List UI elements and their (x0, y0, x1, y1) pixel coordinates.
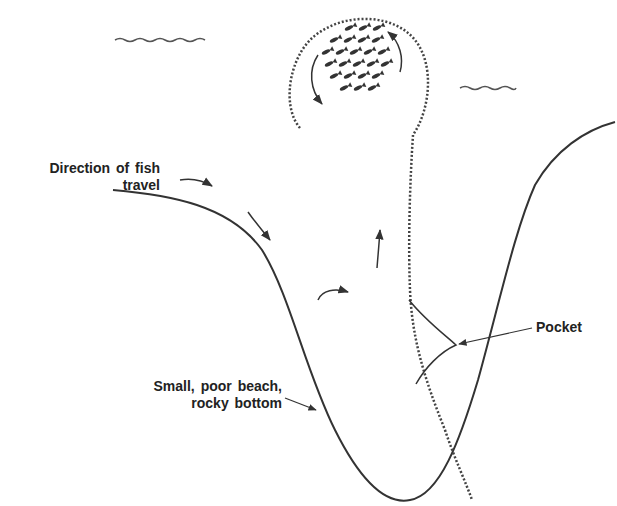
fish-tail (337, 34, 343, 40)
fish-tail (351, 70, 357, 76)
fish-tail (379, 70, 385, 76)
fish (339, 82, 352, 92)
fish-tail (352, 22, 358, 28)
fish-body (321, 48, 331, 55)
fish (335, 46, 348, 56)
circulation-arrow (388, 32, 402, 72)
leader-line (459, 328, 532, 344)
fish (371, 34, 384, 44)
fish-body (358, 24, 368, 31)
water-ripple (115, 39, 205, 42)
fish-body (343, 72, 353, 79)
fish (343, 70, 356, 80)
fish-tail (379, 34, 385, 40)
fish (366, 58, 379, 68)
fish-body (380, 60, 390, 67)
fish-tail (365, 34, 371, 40)
fish (352, 58, 365, 68)
fish (371, 70, 384, 80)
fish-tail (388, 58, 394, 64)
fish (353, 82, 366, 92)
fish-tail (332, 58, 338, 64)
fish-tail (371, 46, 377, 52)
annotation-label: Small, poor beach, rocky bottom (122, 378, 282, 412)
fish-tail (343, 46, 349, 52)
travel-arrow (248, 212, 270, 240)
callout-label: Pocket (536, 319, 606, 336)
fish-body (366, 60, 376, 67)
fish-tail (380, 22, 386, 28)
fish-tail (365, 70, 371, 76)
fish-tail (337, 70, 343, 76)
fish (380, 58, 393, 68)
fish (321, 46, 334, 56)
fish (338, 58, 351, 68)
fish-tail (346, 58, 352, 64)
fish (343, 34, 356, 44)
fish-tail (374, 58, 380, 64)
fish (377, 46, 390, 56)
fish-tail (329, 46, 335, 52)
fish (372, 22, 385, 32)
fish-body (353, 84, 363, 91)
fish-body (372, 24, 382, 31)
fish-body (367, 84, 377, 91)
fish-tail (361, 82, 367, 88)
water-ripple (460, 87, 516, 90)
fish (357, 34, 370, 44)
fish-body (335, 48, 345, 55)
fish-body (357, 72, 367, 79)
fish-body (363, 48, 373, 55)
fish-tail (347, 82, 353, 88)
fish-body (352, 60, 362, 67)
fish (357, 70, 370, 80)
circulation-arrow (312, 55, 322, 104)
fish (324, 58, 337, 68)
fish-body (349, 48, 359, 55)
fish-body (324, 60, 334, 67)
annotation-label: Direction of fish travel (48, 160, 160, 194)
seine-net (290, 19, 428, 135)
fish-tail (375, 82, 381, 88)
fish-body (343, 36, 353, 43)
travel-arrow (318, 290, 348, 300)
fish (329, 34, 342, 44)
fish-body (338, 60, 348, 67)
fish-body (329, 36, 339, 43)
fish-tail (360, 58, 366, 64)
fish-body (371, 36, 381, 43)
fish (329, 70, 342, 80)
fish-body (371, 72, 381, 79)
shoreline (113, 122, 615, 501)
fish-tail (385, 46, 391, 52)
fish-tail (366, 22, 372, 28)
fish-tail (351, 34, 357, 40)
fish (358, 22, 371, 32)
fish-body (357, 36, 367, 43)
fish-school (321, 22, 393, 92)
fish (367, 82, 380, 92)
net-pocket (409, 300, 456, 384)
seine-net (409, 135, 472, 500)
leader-line (285, 398, 316, 410)
fish-body (339, 84, 349, 91)
travel-arrow (377, 230, 380, 268)
fish (363, 46, 376, 56)
fish-body (377, 48, 387, 55)
travel-arrow (180, 179, 212, 186)
fish-body (329, 72, 339, 79)
fish (349, 46, 362, 56)
fish-body (344, 24, 354, 31)
fish (344, 22, 357, 32)
fish-tail (357, 46, 363, 52)
